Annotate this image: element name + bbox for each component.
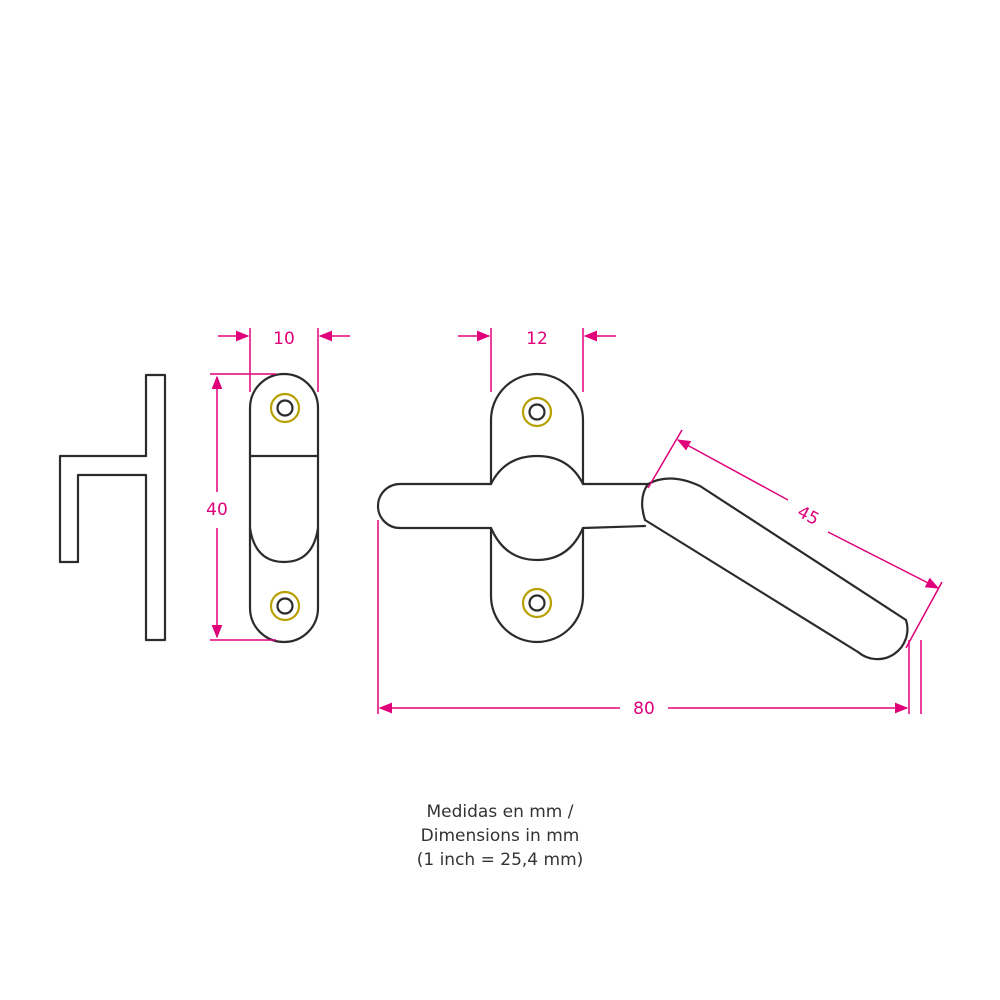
handle-hub-and-arm (376, 454, 650, 562)
dim-label-45: 45 (794, 502, 822, 530)
note-line-english: Dimensions in mm (420, 826, 580, 846)
handle-base-plate (489, 372, 585, 644)
screw-icon (521, 396, 553, 428)
screw-icon (269, 392, 301, 424)
dim-label-40: 40 (206, 500, 228, 520)
dim-45-line-b (827, 531, 940, 589)
dimension-lines (210, 328, 943, 714)
dimension-labels: 10 12 40 45 80 (206, 329, 822, 719)
keeper-plate (248, 372, 320, 644)
measurement-note: Medidas en mm / Dimensions in mm (1 inch… (300, 800, 700, 872)
screw-icon (269, 590, 301, 622)
dim-label-12: 12 (526, 329, 548, 349)
dim-label-10: 10 (273, 329, 295, 349)
keeper-plate-notch (248, 526, 320, 564)
note-line-conversion: (1 inch = 25,4 mm) (416, 850, 584, 870)
keeper-plate-outline (248, 372, 320, 644)
dim-45-line-a (676, 439, 789, 501)
side-profile (58, 373, 167, 642)
dim-label-80: 80 (633, 699, 655, 719)
note-line-spanish: Medidas en mm / (426, 802, 574, 822)
handle-assembly (376, 372, 909, 661)
side-profile-outline (58, 373, 167, 642)
dim-45-ext-end (905, 581, 943, 649)
screw-icon (521, 587, 553, 619)
handle-lever (641, 477, 909, 661)
dim-45-ext-start (647, 429, 683, 489)
